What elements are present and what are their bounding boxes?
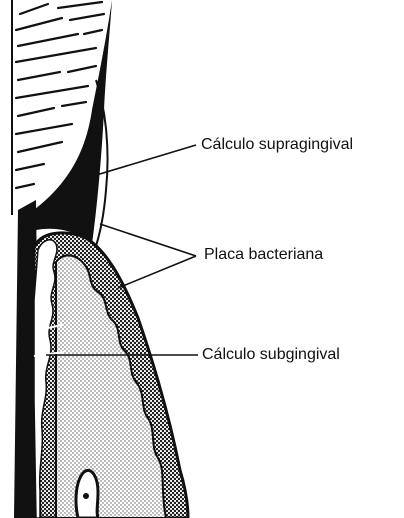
label-subgingival-calculus: Cálculo subgingival xyxy=(202,347,340,363)
leader-plaque-lower xyxy=(118,256,196,288)
label-supragingival-calculus: Cálculo supragingival xyxy=(201,137,353,153)
leader-plaque-upper xyxy=(100,224,196,256)
label-bacterial-plaque: Placa bacteriana xyxy=(204,247,323,263)
